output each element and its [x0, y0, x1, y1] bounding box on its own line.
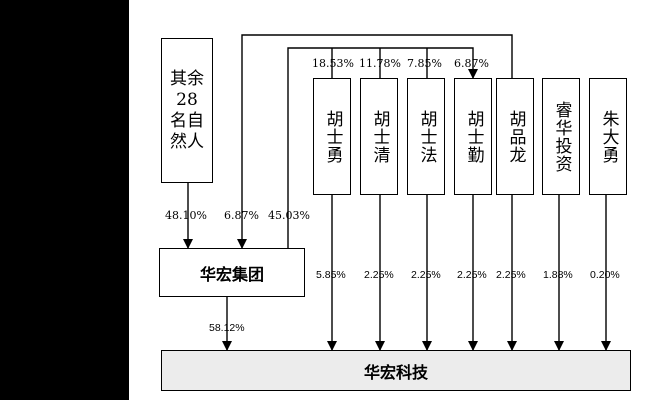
others-label: 其余28名自然人: [170, 68, 204, 152]
bracket-group-pct: 45.03%: [268, 209, 310, 222]
connector-lines: [183, 34, 611, 351]
hu-shifa-group-pct: 7.85%: [407, 57, 442, 70]
hu-shiqing-group-pct: 11.78%: [359, 57, 401, 70]
hu-shifa-tech-pct: 2.25%: [411, 269, 441, 281]
hu-shiyong-tech-pct: 5.85%: [316, 269, 346, 281]
zhu-dayong-label: 朱大勇: [598, 109, 619, 164]
ronghua-box: 睿华投资: [542, 78, 580, 195]
hu-shiqin-group-pct: 6.87%: [454, 57, 489, 70]
hu-shiqing-label: 胡士清: [369, 109, 390, 164]
hu-shiqin-label: 胡士勤: [463, 109, 484, 164]
group-label: 华宏集团: [199, 264, 264, 284]
hu-shiyong-box: 胡士勇: [313, 78, 351, 195]
tech-box: 华宏科技: [161, 350, 631, 391]
group-box: 华宏集团: [159, 248, 305, 297]
hu-pinlong-group-pct: 6.87%: [224, 209, 259, 222]
others-box: 其余28名自然人: [161, 38, 213, 183]
ronghua-tech-pct: 1.88%: [543, 269, 573, 281]
hu-shiqin-box: 胡士勤: [454, 78, 492, 195]
hu-shiqin-tech-pct: 2.25%: [457, 269, 487, 281]
hu-shiqing-box: 胡士清: [360, 78, 398, 195]
ronghua-label: 睿华投资: [551, 100, 572, 173]
tech-label: 华宏科技: [363, 362, 428, 382]
zhu-dayong-tech-pct: 0.20%: [590, 269, 620, 281]
hu-pinlong-tech-pct: 2.25%: [496, 269, 526, 281]
hu-shiyong-label: 胡士勇: [322, 109, 343, 164]
hu-pinlong-box: 胡品龙: [496, 78, 534, 195]
others-group-pct: 48.10%: [165, 209, 207, 222]
hu-pinlong-label: 胡品龙: [505, 109, 526, 164]
hu-shiyong-group-pct: 18.53%: [312, 57, 354, 70]
hu-shiqing-tech-pct: 2.25%: [364, 269, 394, 281]
group-tech-pct: 58.12%: [209, 322, 245, 334]
hu-shifa-box: 胡士法: [407, 78, 445, 195]
ownership-diagram: 其余28名自然人 胡士勇 胡士清 胡士法 胡士勤 胡品龙 睿华投资 朱大勇 华宏…: [129, 0, 647, 400]
hu-shifa-label: 胡士法: [416, 109, 437, 164]
zhu-dayong-box: 朱大勇: [589, 78, 627, 195]
